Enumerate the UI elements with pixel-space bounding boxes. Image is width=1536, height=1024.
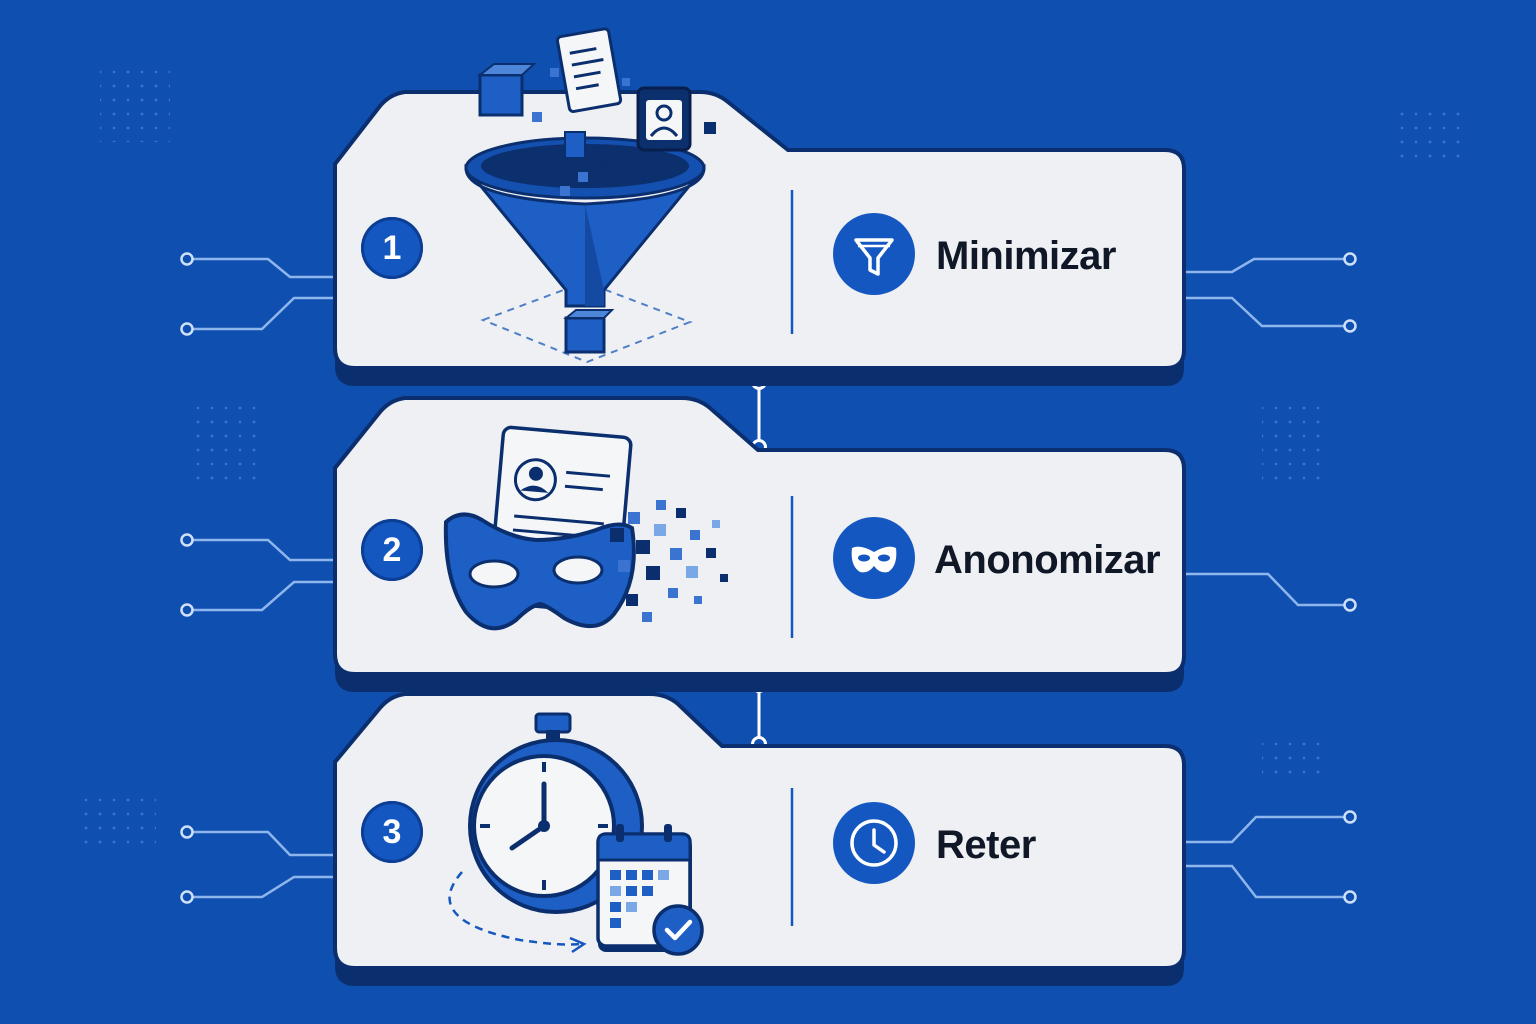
pixel-scatter: [610, 500, 728, 622]
background-dots: [76, 62, 1462, 846]
step-title-2: Anonomizar: [934, 538, 1161, 582]
mask-icon: [833, 517, 915, 599]
circuit-lines: [192, 257, 1344, 899]
circuit-nodes: [180, 252, 1357, 904]
funnel-data-illustration: [464, 27, 716, 364]
mask-document-illustration: [443, 425, 728, 631]
step-number-2: 2: [361, 519, 423, 581]
step-title-1: Minimizar: [936, 234, 1116, 278]
step-title-3: Reter: [936, 823, 1036, 867]
funnel-icon: [833, 213, 915, 295]
step-number-1: 1: [361, 217, 423, 279]
step-number-3: 3: [361, 801, 423, 863]
clock-icon: [833, 802, 915, 884]
stopwatch-calendar-illustration: [448, 712, 704, 956]
